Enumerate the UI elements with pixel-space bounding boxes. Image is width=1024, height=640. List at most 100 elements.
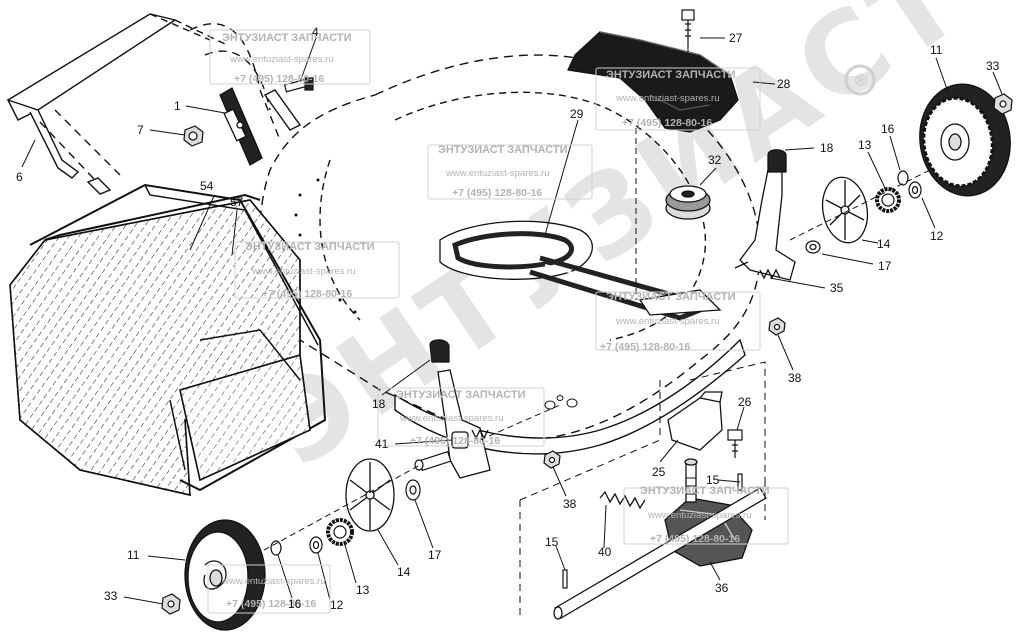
handle-bracket bbox=[219, 87, 263, 166]
wm-phone-8: +7 (495) 128-80-16 bbox=[226, 598, 316, 610]
watermark-box-2: ЭНТУЗИАСТ ЗАПЧАСТИ www.entuziast-spares.… bbox=[427, 144, 593, 200]
watermark-box-6: ЭНТУЗИАСТ ЗАПЧАСТИ www.entuziast-spares.… bbox=[377, 387, 545, 447]
wm-phone-6: +7 (495) 128-80-16 bbox=[410, 435, 500, 447]
callout-4: 4 bbox=[312, 25, 319, 39]
right-washer-12 bbox=[908, 181, 922, 199]
watermark-box-5: ЭНТУЗИАСТ ЗАПЧАСТИ www.entuziast-spares.… bbox=[595, 291, 761, 353]
left-hubcap bbox=[345, 458, 395, 532]
callout-11-left: 11 bbox=[127, 548, 140, 562]
callout-54: 54 bbox=[200, 179, 214, 193]
registered-mark: ® bbox=[853, 71, 869, 90]
callout-1: 1 bbox=[174, 99, 181, 113]
left-adjuster-cap bbox=[429, 339, 450, 363]
handle-nut bbox=[183, 125, 204, 147]
callout-13-left: 13 bbox=[356, 583, 370, 597]
wm-url-6: www.entuziast-spares.ru bbox=[399, 413, 503, 424]
callout-27: 27 bbox=[729, 31, 743, 45]
transmission-bracket bbox=[667, 391, 723, 451]
callout-33-left: 33 bbox=[104, 589, 118, 603]
callout-36: 36 bbox=[715, 581, 729, 595]
wm-phone-5: +7 (495) 128-80-16 bbox=[600, 341, 690, 353]
wm-title-6: ЭНТУЗИАСТ ЗАПЧАСТИ bbox=[396, 389, 526, 401]
callout-12-right: 12 bbox=[930, 229, 944, 243]
callout-17-right: 17 bbox=[878, 259, 892, 273]
callout-15-upper: 15 bbox=[706, 473, 720, 487]
wm-title-7: ЭНТУЗИАСТ ЗАПЧАСТИ bbox=[640, 485, 770, 497]
left-wheel bbox=[184, 519, 266, 631]
right-wheel-nut bbox=[993, 93, 1013, 115]
wm-url-4: www.entuziast-spares.ru bbox=[615, 93, 719, 104]
wm-url-5: www.entuziast-spares.ru bbox=[615, 316, 719, 327]
callout-labels: 1 4 6 7 11 11 12 12 13 13 14 14 15 15 16… bbox=[16, 25, 1000, 612]
callout-41: 41 bbox=[375, 437, 389, 451]
leader-lines bbox=[21, 37, 1003, 605]
wm-url-2: www.entuziast-spares.ru bbox=[445, 168, 549, 179]
left-wheel-nut bbox=[161, 593, 181, 615]
watermark-box-4: ЭНТУЗИАСТ ЗАПЧАСТИ www.entuziast-spares.… bbox=[595, 67, 761, 131]
wm-url-8: www.entuziast-spares.ru bbox=[221, 576, 325, 587]
right-drive-gear bbox=[875, 187, 901, 213]
left-drive-gear bbox=[326, 518, 354, 546]
watermark-box-3: ЭНТУЗИАСТ ЗАПЧАСТИ www.entuziast-spares.… bbox=[234, 241, 400, 300]
watermark-box-1: ЭНТУЗИАСТ ЗАПЧАСТИ www.entuziast-spares.… bbox=[209, 29, 371, 85]
callout-38-right: 38 bbox=[788, 371, 802, 385]
wm-url-7: www.entuziast-spares.ru bbox=[647, 510, 751, 521]
belt-cover bbox=[567, 31, 739, 133]
handle-assembly bbox=[6, 13, 302, 195]
callout-28: 28 bbox=[777, 77, 791, 91]
callout-25: 25 bbox=[652, 465, 666, 479]
wm-title-1: ЭНТУЗИАСТ ЗАПЧАСТИ bbox=[222, 32, 352, 44]
registered-circle bbox=[844, 64, 876, 96]
wm-phone-4: +7 (495) 128-80-16 bbox=[622, 117, 712, 129]
callout-35: 35 bbox=[830, 281, 844, 295]
wm-phone-1: +7 (495) 128-80-16 bbox=[234, 73, 324, 85]
callout-14-left: 14 bbox=[397, 565, 411, 579]
watermark-box-7: ЭНТУЗИАСТ ЗАПЧАСТИ www.entuziast-spares.… bbox=[623, 485, 789, 545]
callout-17-left: 17 bbox=[428, 548, 442, 562]
wheel-guides bbox=[254, 169, 931, 556]
callout-32: 32 bbox=[708, 153, 722, 167]
right-hubcap bbox=[821, 176, 869, 244]
callout-7: 7 bbox=[137, 123, 144, 137]
wm-phone-2: +7 (495) 128-80-16 bbox=[452, 187, 542, 199]
wm-title-2: ЭНТУЗИАСТ ЗАПЧАСТИ bbox=[438, 144, 568, 156]
callout-16-right: 16 bbox=[881, 122, 895, 136]
left-axle-stub bbox=[414, 450, 452, 472]
right-height-adjuster bbox=[734, 149, 796, 281]
callout-15-lower: 15 bbox=[545, 535, 559, 549]
wm-url-1: www.entuziast-spares.ru bbox=[229, 54, 333, 65]
left-height-adjuster bbox=[437, 369, 491, 479]
right-wheel bbox=[919, 83, 1011, 197]
callout-40: 40 bbox=[598, 545, 612, 559]
callout-16-left: 16 bbox=[288, 597, 302, 611]
drive-spring bbox=[599, 490, 646, 510]
grass-bag bbox=[9, 183, 327, 496]
wm-title-3: ЭНТУЗИАСТ ЗАПЧАСТИ bbox=[245, 241, 375, 253]
callout-13-right: 13 bbox=[858, 138, 872, 152]
bracket-bolt bbox=[727, 429, 743, 458]
axle-pin-lower bbox=[562, 569, 568, 589]
drive-axle bbox=[553, 487, 767, 620]
right-deck-nut bbox=[768, 317, 786, 336]
wm-title-5: ЭНТУЗИАСТ ЗАПЧАСТИ bbox=[606, 291, 736, 303]
wm-url-3: www.entuziast-spares.ru bbox=[251, 266, 355, 277]
wm-phone-3: +7 (495) 128-80-16 bbox=[262, 288, 352, 300]
callout-33-right: 33 bbox=[986, 59, 1000, 73]
watermark-box-8: www.entuziast-spares.ru +7 (495) 128-80-… bbox=[207, 564, 331, 614]
callout-12-left: 12 bbox=[330, 598, 344, 612]
left-washer-17 bbox=[405, 479, 421, 501]
left-deck-nut bbox=[543, 450, 561, 469]
callout-57: 57 bbox=[230, 195, 244, 209]
left-washer-12 bbox=[309, 536, 323, 554]
deck-belt-opening bbox=[439, 220, 722, 321]
callout-18-left: 18 bbox=[372, 397, 386, 411]
callout-18-right: 18 bbox=[820, 141, 834, 155]
cover-bolt bbox=[681, 9, 695, 48]
callout-29: 29 bbox=[570, 107, 584, 121]
callout-11-right: 11 bbox=[930, 43, 943, 57]
callout-14-right: 14 bbox=[877, 237, 891, 251]
callout-6: 6 bbox=[16, 170, 23, 184]
callout-26: 26 bbox=[738, 395, 752, 409]
